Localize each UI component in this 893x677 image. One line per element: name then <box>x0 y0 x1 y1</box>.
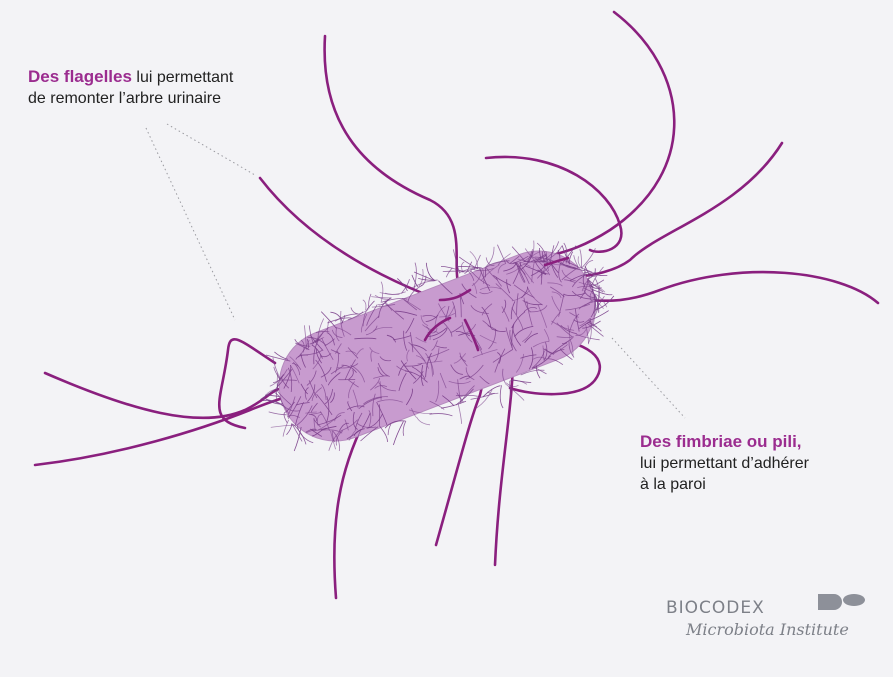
pilus <box>458 404 461 424</box>
pilus <box>393 421 403 445</box>
callout-fimbriae-line3: à la paroi <box>640 476 706 493</box>
flagellum <box>570 143 782 278</box>
logo-brand: BIOCODEX <box>666 598 765 618</box>
flagellum <box>544 12 674 265</box>
pilus <box>418 278 437 280</box>
pilus <box>271 425 296 427</box>
flagellum <box>580 272 878 303</box>
pilus <box>367 301 375 310</box>
flagellum <box>35 395 300 465</box>
pilus <box>363 300 366 310</box>
pilus <box>380 426 388 442</box>
callout-fimbriae-highlight: Des fimbriae ou pili, <box>640 432 802 451</box>
pilus <box>417 418 430 425</box>
pilus <box>388 424 391 435</box>
pilus <box>500 385 503 408</box>
pilus <box>580 249 582 268</box>
pilus <box>294 427 301 451</box>
pilus <box>371 297 391 298</box>
pilus <box>261 388 277 399</box>
pilus <box>487 392 498 394</box>
pilus <box>351 308 359 315</box>
callout-fimbriae-line2: lui permettant d’adhérer <box>640 455 809 472</box>
leader-line-flagelles-1 <box>167 124 255 175</box>
flagellum <box>486 157 621 252</box>
callout-flagelles-highlight: Des flagelles <box>28 67 132 86</box>
pilus <box>471 393 495 399</box>
pilus <box>430 414 453 416</box>
leader-line-flagelles-2 <box>146 128 235 320</box>
pilus <box>446 268 452 278</box>
pilus <box>403 421 406 436</box>
flagellum <box>260 178 440 300</box>
biocodex-logo: BIOCODEX Microbiota Institute <box>666 590 876 650</box>
pilus <box>283 420 289 437</box>
callout-flagelles-text: lui permettant <box>136 69 233 86</box>
logo-tagline: Microbiota Institute <box>686 620 849 639</box>
leader-line-fimbriae <box>612 338 685 418</box>
callout-flagelles-line2: de remonter l’arbre urinaire <box>28 90 221 107</box>
pilus <box>381 282 383 303</box>
callout-fimbriae: Des fimbriae ou pili, lui permettant d’a… <box>640 431 890 495</box>
callout-flagelles: Des flagelles lui permettant de remonter… <box>28 66 348 109</box>
